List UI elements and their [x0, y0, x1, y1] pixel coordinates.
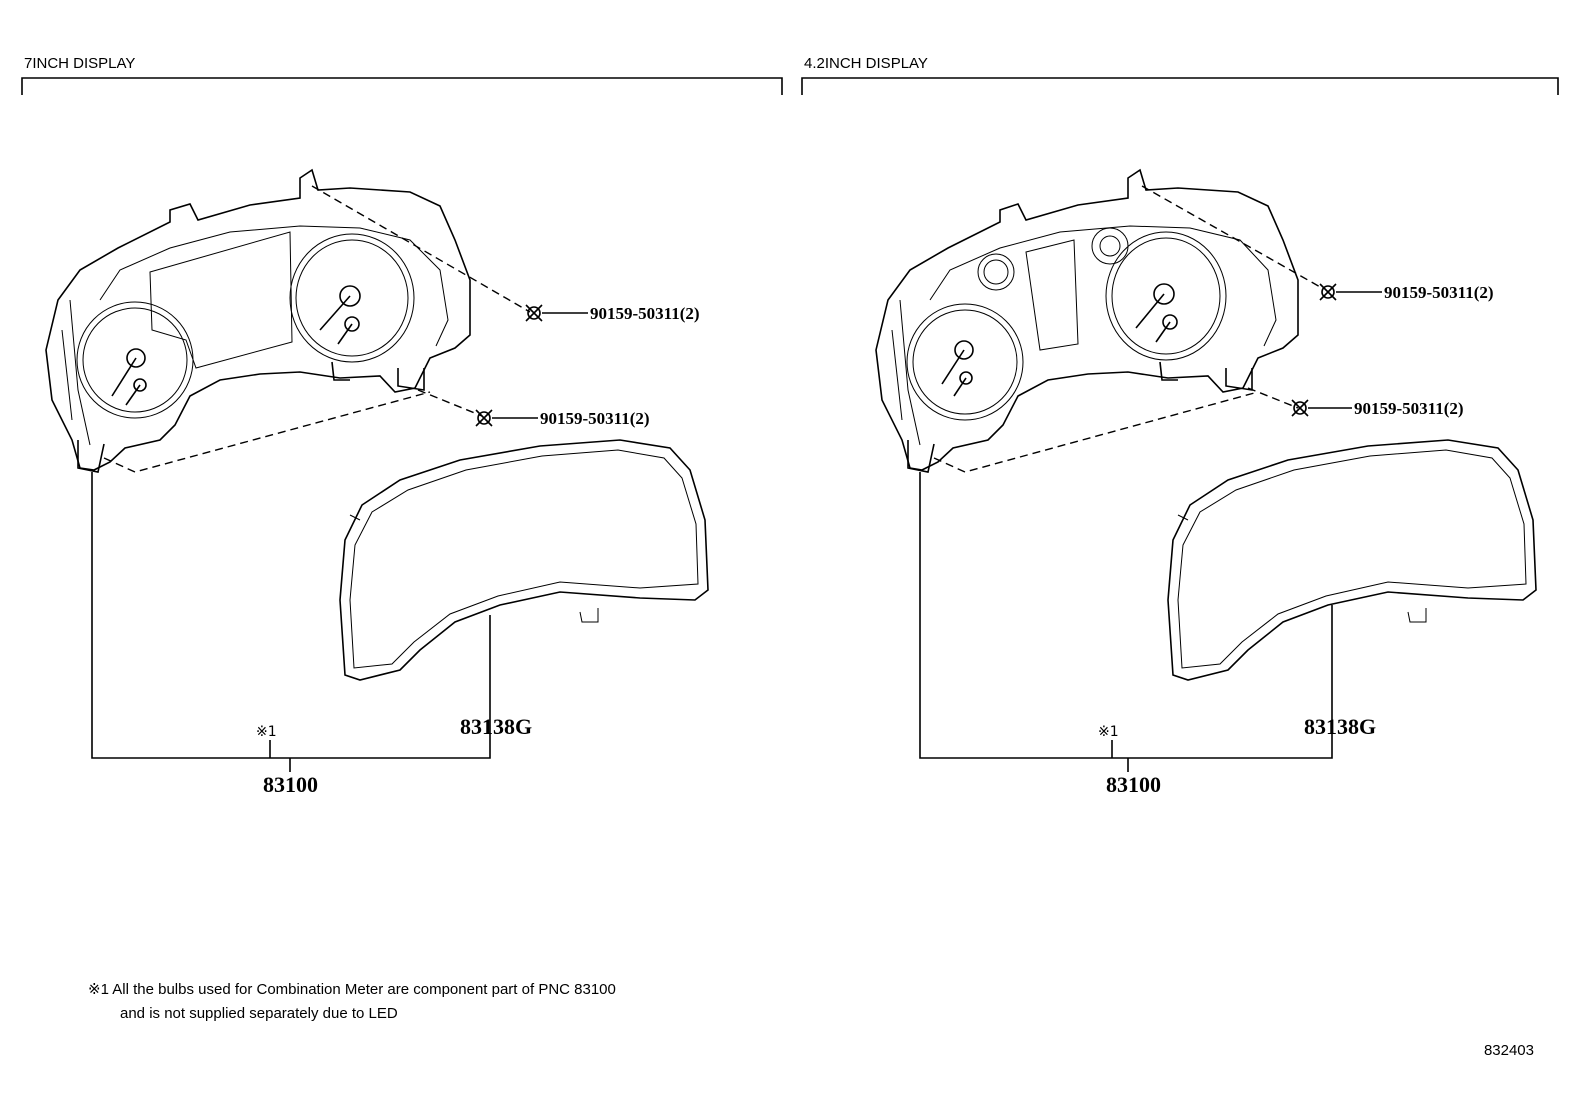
mark-note-4-2inch: ※1 [1098, 724, 1119, 740]
section-title-4-2inch: 4.2INCH DISPLAY [804, 55, 928, 72]
combination-meter-assembly-4-2inch [875, 168, 1323, 473]
section-7inch: 7INCH DISPLAY [21, 55, 783, 797]
combination-meter-assembly-7inch [45, 168, 531, 473]
mark-note-7inch: ※1 [256, 724, 277, 740]
footnote-line-1: ※1 All the bulbs used for Combination Me… [88, 981, 616, 998]
leader-assembly-7inch [91, 472, 491, 759]
figure-code: 832403 [1483, 1042, 1534, 1059]
screw-lower-label-4-2inch: 90159-50311(2) [1354, 399, 1464, 418]
cover-part-label-7inch: 83138G [460, 714, 532, 739]
footnote: ※1 All the bulbs used for Combination Me… [88, 978, 616, 1026]
screw-upper-label-4-2inch: 90159-50311(2) [1384, 283, 1494, 302]
screw-lower-label-7inch: 90159-50311(2) [540, 409, 650, 428]
leader-assembly-4-2inch [919, 472, 1333, 759]
cover-part-label-4-2inch: 83138G [1304, 714, 1376, 739]
meter-cover-4-2inch [1167, 439, 1537, 681]
section-4-2inch: 4.2INCH DISPLAY [801, 55, 1559, 797]
screw-upper-7inch: 90159-50311(2) [525, 304, 700, 323]
section-bracket-7inch [21, 77, 783, 95]
screw-upper-label-7inch: 90159-50311(2) [590, 304, 700, 323]
screw-upper-4-2inch: 90159-50311(2) [1319, 283, 1494, 302]
section-title-7inch: 7INCH DISPLAY [24, 55, 135, 72]
meter-cover-7inch [339, 439, 709, 681]
screw-lower-7inch: 90159-50311(2) [475, 409, 650, 428]
footnote-line-2: and is not supplied separately due to LE… [120, 1005, 398, 1022]
screw-lower-4-2inch: 90159-50311(2) [1291, 399, 1464, 418]
assembly-part-label-7inch: 83100 [263, 772, 318, 797]
section-bracket-4-2inch [801, 77, 1559, 95]
assembly-part-label-4-2inch: 83100 [1106, 772, 1161, 797]
